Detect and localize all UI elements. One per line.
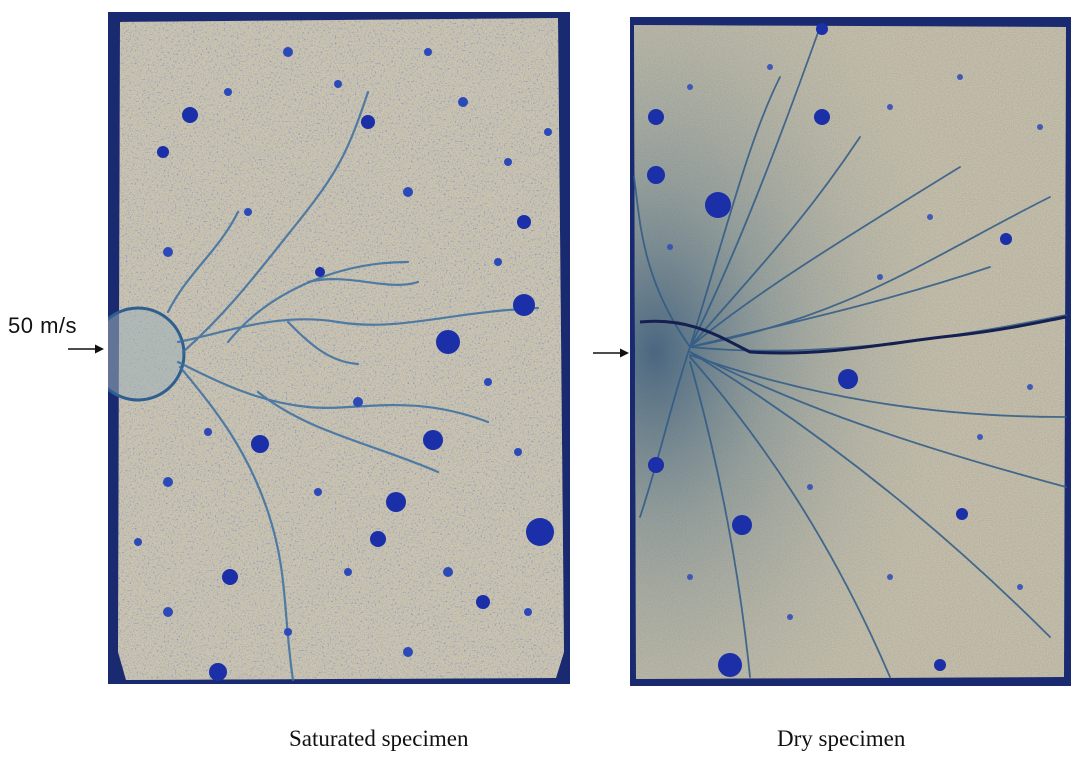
caption-saturated-specimen: Saturated specimen (289, 726, 469, 751)
impact-arrow-icon (68, 344, 104, 354)
impact-arrow-icon (593, 348, 629, 358)
caption-dry-specimen: Dry specimen (777, 726, 906, 751)
velocity-label: 50 m/s (8, 313, 78, 338)
saturated-specimen-photo (108, 12, 570, 684)
dry-specimen-photo (630, 17, 1071, 686)
